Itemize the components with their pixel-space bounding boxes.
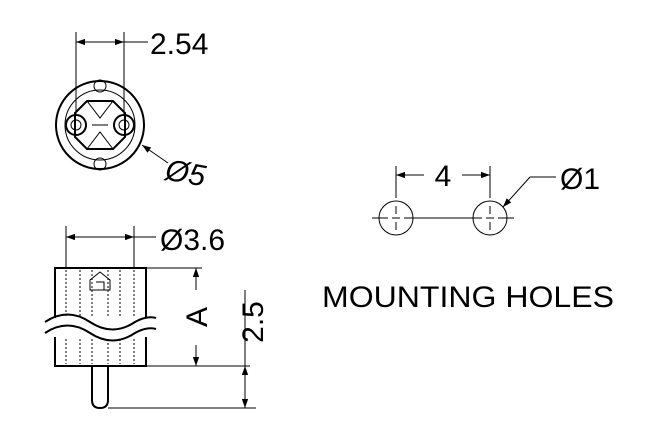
mounting-holes-title: MOUNTING HOLES [322,281,614,314]
body-lower-slots [65,339,135,364]
break-line-lower [44,324,157,342]
center-lines [86,100,114,150]
height-label: A [181,307,214,327]
diameter-leader [141,144,169,164]
body-diameter-label: Ø3.6 [160,224,225,257]
hole-diameter-leader [502,176,531,208]
pin-core-left [70,119,82,131]
pitch-label: 2.54 [150,28,208,61]
front-view: 2.54 Ø5 [55,28,208,194]
hole-diameter-label: Ø1 [560,163,600,196]
lead-length-label: 2.5 [237,301,270,343]
outer-diameter-label: Ø5 [162,154,208,194]
hole-spacing-label: 4 [435,160,452,193]
body-lower [54,337,147,367]
lead-pin [91,366,109,410]
pin-core-right [118,119,130,131]
notch-top [93,79,107,93]
mounting-holes: 4 Ø1 MOUNTING HOLES [322,160,614,314]
cap-detail [89,271,111,291]
notch-bottom [93,157,107,171]
side-view: Ø3.6 A 2.5 [44,224,270,410]
outer-circle [55,80,145,170]
break-line-upper [44,313,157,331]
body-upper [54,267,147,318]
body-upper-slots [65,270,135,316]
